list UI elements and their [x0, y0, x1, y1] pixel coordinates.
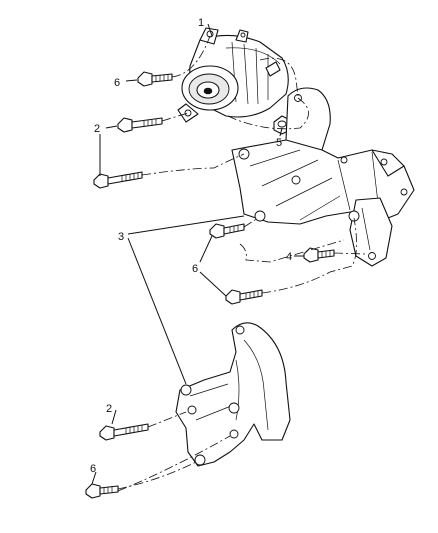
callout-5: 5	[276, 137, 282, 149]
bolt-icon	[85, 483, 119, 499]
callout-2-upper: 2	[94, 123, 100, 135]
generator-icon	[177, 27, 289, 123]
bolt-icon	[303, 247, 335, 263]
bolt-icon	[93, 171, 143, 189]
callout-6-bottom: 6	[90, 463, 96, 475]
support-bracket-icon	[175, 322, 291, 467]
bolt-icon	[225, 289, 263, 305]
callout-3: 3	[118, 231, 124, 243]
bolt-icon	[137, 71, 173, 87]
mounting-bracket-icon	[231, 87, 415, 267]
bolt-icon	[99, 423, 149, 441]
callout-2-lower: 2	[106, 403, 112, 415]
bolt-icon	[209, 223, 245, 239]
callout-6-middle: 6	[192, 263, 198, 275]
callout-1: 1	[198, 17, 204, 29]
bolt-icon	[117, 117, 163, 133]
callout-6-top: 6	[114, 77, 120, 89]
callout-4: 4	[286, 251, 292, 263]
